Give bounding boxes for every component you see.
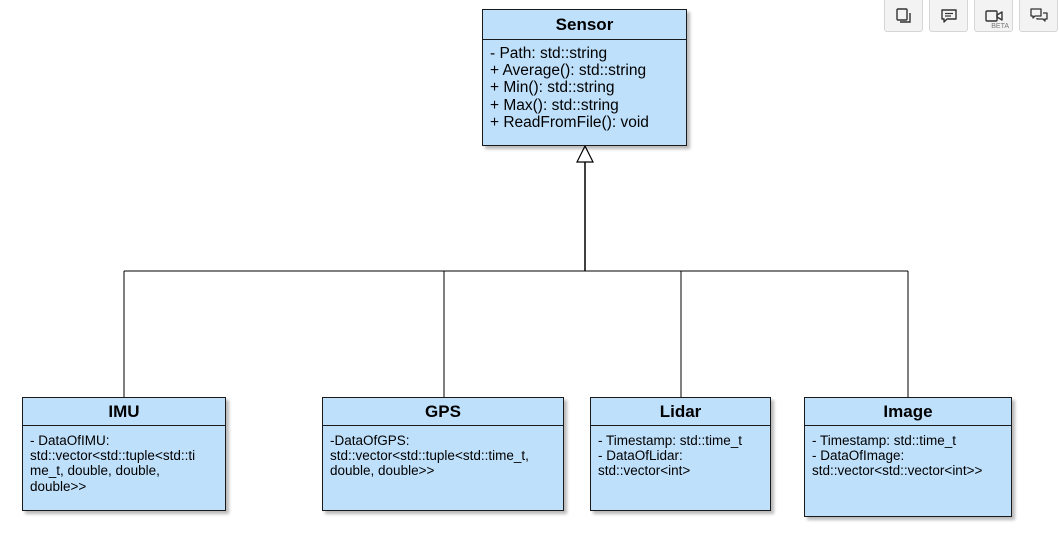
class-sensor[interactable]: Sensor - Path: std::string + Average(): … [482,9,687,146]
comment-button[interactable] [929,0,968,32]
class-member: + Max(): std::string [490,96,619,114]
comment-icon [940,8,957,23]
class-imu-title: IMU [23,398,225,426]
class-member: - Timestamp: std::time_t [812,433,957,448]
chat-button[interactable] [1019,0,1058,32]
class-lidar-title: Lidar [591,398,770,426]
class-member: - Path: std::string [490,45,608,62]
video-button[interactable]: BETA [974,0,1013,32]
class-gps[interactable]: GPS -DataOfGPS: std::vector<std::tuple<s… [322,397,564,511]
class-gps-title: GPS [323,398,563,426]
class-lidar-members: - Timestamp: std::time_t - DataOfLidar: … [591,426,770,486]
class-sensor-title: Sensor [483,10,686,40]
class-image-members: - Timestamp: std::time_t - DataOfImage: … [805,426,1011,486]
copy-icon [895,7,911,23]
class-member: - DataOfIMU: std::vector<std::tuple<std:… [30,433,196,494]
class-member: + Average(): std::string [490,62,647,80]
class-member: -DataOfGPS: std::vector<std::tuple<std::… [330,433,529,479]
copy-button[interactable] [884,0,923,32]
chat-icon [1029,7,1048,22]
video-icon [984,9,1003,22]
class-member: + ReadFromFile(): void [490,113,649,131]
class-image[interactable]: Image - Timestamp: std::time_t - DataOfI… [804,397,1012,517]
class-image-title: Image [805,398,1011,426]
inheritance-arrowhead [576,144,594,163]
floating-toolbar: BETA [884,0,1059,32]
beta-badge: BETA [991,23,1009,30]
class-sensor-members: - Path: std::string + Average(): std::st… [483,40,686,136]
class-member: - DataOfImage: std::vector<std::vector<i… [812,448,983,479]
class-lidar[interactable]: Lidar - Timestamp: std::time_t - DataOfL… [590,397,771,511]
class-imu-members: - DataOfIMU: std::vector<std::tuple<std:… [23,426,225,501]
class-gps-members: -DataOfGPS: std::vector<std::tuple<std::… [323,426,563,486]
class-imu[interactable]: IMU - DataOfIMU: std::vector<std::tuple<… [22,397,226,511]
class-member: - DataOfLidar: std::vector<int> [598,448,691,479]
class-member: + Min(): std::string [490,79,615,97]
class-member: - Timestamp: std::time_t [598,433,743,448]
